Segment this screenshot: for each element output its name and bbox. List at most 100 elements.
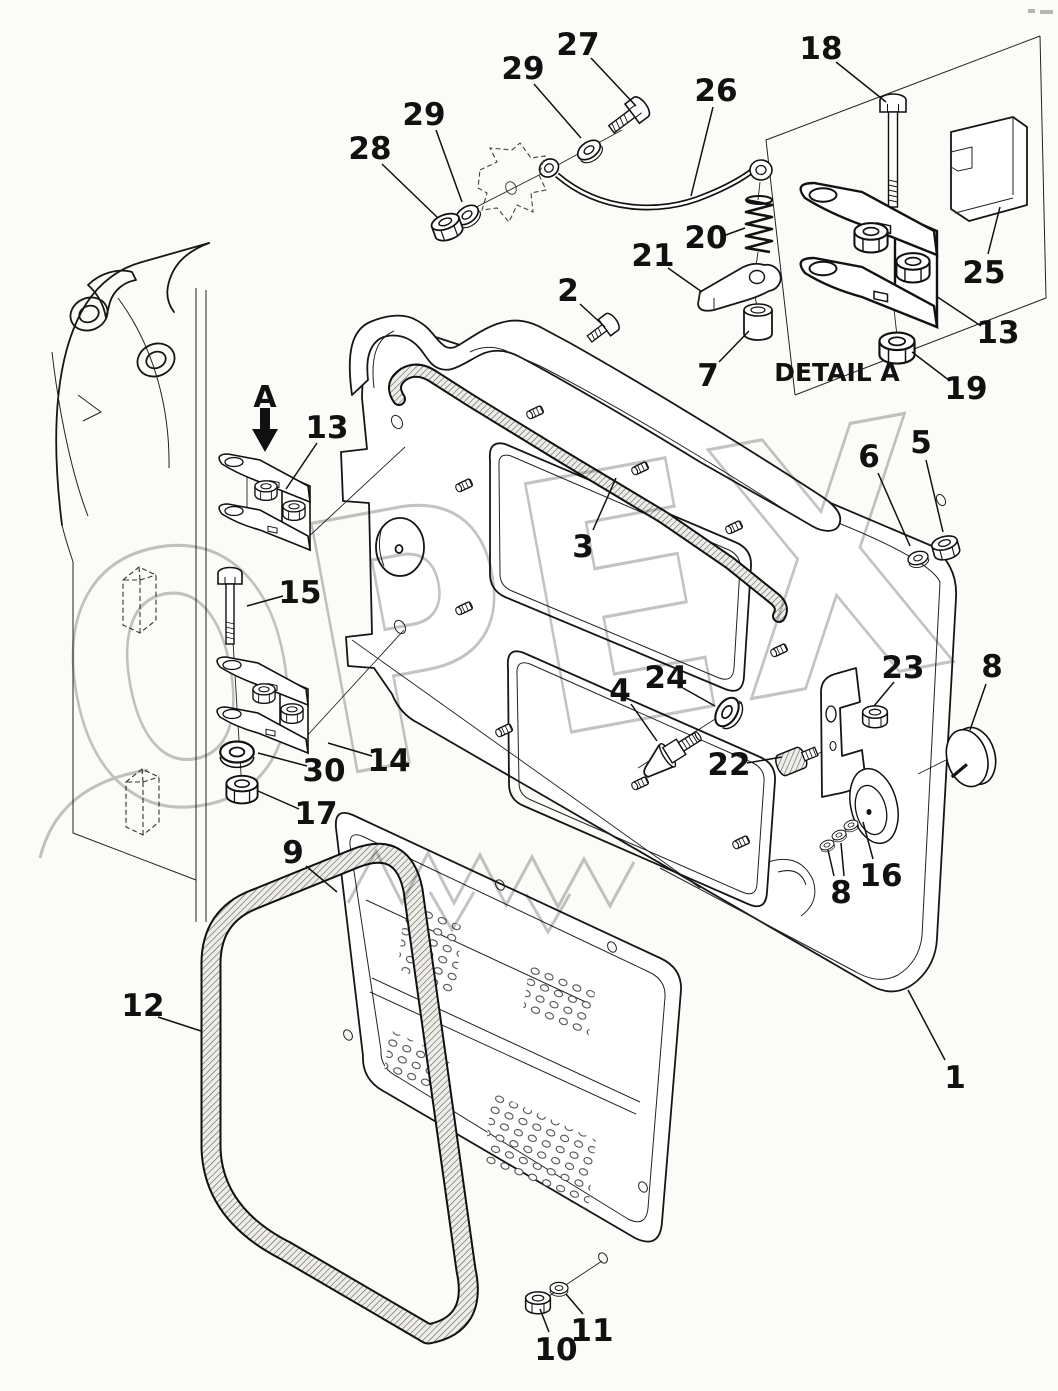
- inner-panel: [334, 812, 682, 1264]
- mount-block-dashed-lower: [125, 768, 160, 836]
- callout-18: 18: [799, 31, 842, 67]
- leader-line-8: [969, 683, 987, 731]
- leader-line-19: [911, 351, 951, 382]
- callout-3: 3: [572, 529, 594, 565]
- leader-line-24: [682, 687, 716, 707]
- leader-line-8: [827, 849, 835, 877]
- callout-11: 11: [570, 1313, 613, 1349]
- callout-21: 21: [631, 238, 674, 274]
- leader-line-7: [718, 330, 750, 363]
- leader-line-18: [835, 61, 887, 103]
- callout-29: 29: [501, 51, 544, 87]
- callout-13: 13: [976, 315, 1019, 351]
- leader-line-25: [987, 206, 1001, 255]
- leader-line-13: [285, 442, 318, 490]
- bolt-18: [879, 93, 907, 208]
- door-panel: [340, 314, 957, 993]
- callout-5: 5: [910, 425, 932, 461]
- leader-line-10: [539, 1308, 550, 1333]
- leader-line-26: [690, 106, 714, 197]
- leader-line-29: [435, 129, 463, 203]
- callout-26: 26: [694, 73, 737, 109]
- callout-23: 23: [881, 650, 924, 686]
- leader-line-16: [862, 821, 874, 860]
- leader-line-28: [381, 163, 439, 219]
- lever-21: [697, 262, 782, 312]
- callout-6: 6: [858, 439, 880, 475]
- callout-15: 15: [278, 575, 321, 611]
- detail-a-frame: [765, 35, 1047, 396]
- nut-10: [524, 1291, 552, 1315]
- leader-line-2: [579, 303, 606, 328]
- callout-2: 2: [557, 273, 579, 309]
- leader-line-1: [907, 989, 946, 1061]
- spring-20: [744, 195, 774, 254]
- callout-19: 19: [944, 371, 987, 407]
- callout-8: 8: [981, 649, 1003, 685]
- callout-12: 12: [121, 988, 164, 1024]
- leader-line-23: [873, 681, 895, 707]
- mount-block-dashed-upper: [122, 566, 157, 634]
- leader-line-4: [630, 703, 658, 742]
- callout-28: 28: [348, 131, 391, 167]
- corner-marks: [1028, 9, 1053, 14]
- callout-4: 4: [609, 673, 631, 709]
- view-arrow-label: A: [253, 380, 277, 415]
- view-arrow-a: [252, 408, 278, 452]
- callout-8: 8: [830, 875, 852, 911]
- callout-29: 29: [402, 97, 445, 133]
- hinge-bracket-13-detail: [801, 183, 937, 327]
- clip-plate-25: [950, 116, 1028, 222]
- nut-23: [861, 705, 889, 729]
- bolt-27: [607, 96, 651, 134]
- seal-ring: [200, 842, 479, 1345]
- callout-7: 7: [697, 358, 719, 394]
- callout-27: 27: [556, 27, 599, 63]
- plug-8: [945, 726, 997, 788]
- leader-line-9: [305, 865, 338, 893]
- leader-line-14: [327, 742, 373, 757]
- callout-24: 24: [644, 660, 687, 696]
- bolt-2: [586, 312, 620, 343]
- callout-22: 22: [707, 747, 750, 783]
- leader-line-12: [157, 1016, 202, 1032]
- callout-25: 25: [962, 255, 1005, 291]
- callout-13: 13: [305, 410, 348, 446]
- door-seal-strip: [388, 363, 788, 623]
- leader-line-13: [935, 295, 982, 327]
- callout-20: 20: [684, 220, 727, 256]
- hook-bracket: [820, 667, 867, 798]
- leader-line-6: [877, 472, 911, 547]
- leader-line-21: [667, 267, 703, 293]
- knob-4: [643, 731, 702, 778]
- leader-line-3: [592, 477, 617, 531]
- detail-a-label: DETAIL A: [774, 358, 900, 387]
- machine-boom: [51, 242, 210, 922]
- callout-16: 16: [859, 858, 902, 894]
- washer-11: [549, 1281, 569, 1297]
- callout-14: 14: [367, 743, 410, 779]
- leader-line-27: [590, 57, 637, 107]
- leader-line-30: [257, 752, 308, 767]
- leader-line-17: [257, 790, 300, 810]
- hardware: [217, 93, 1028, 1315]
- leader-line-11: [565, 1293, 584, 1315]
- door-top-rail: [348, 314, 842, 532]
- leader-line-29: [533, 83, 582, 139]
- callout-30: 30: [302, 753, 345, 789]
- washer-30: [219, 740, 255, 769]
- callout-10: 10: [534, 1332, 577, 1368]
- star-plate-phantom: [477, 142, 547, 224]
- leader-line-20: [722, 227, 746, 237]
- leader-line-15: [246, 595, 284, 607]
- callout-1: 1: [944, 1060, 966, 1096]
- callout-9: 9: [282, 835, 304, 871]
- nut-17: [225, 774, 259, 805]
- bushing-7: [743, 303, 773, 341]
- leader-line-5: [925, 459, 944, 533]
- leader-line-22: [746, 756, 783, 764]
- callout-17: 17: [294, 796, 337, 832]
